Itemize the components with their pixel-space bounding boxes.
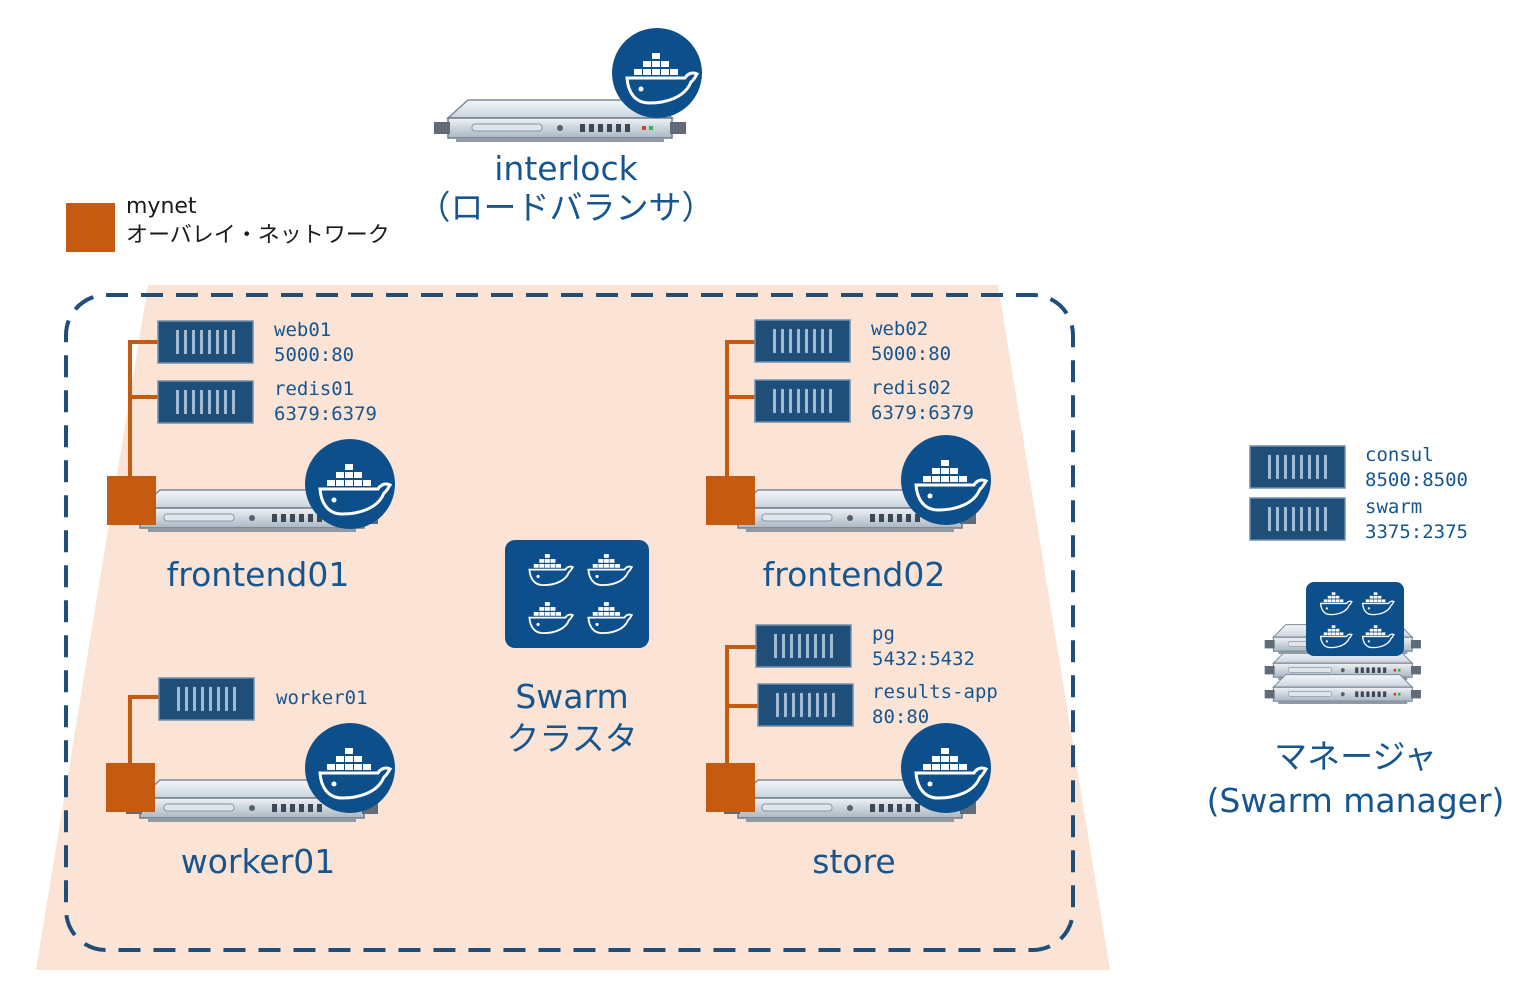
docker-whale-icon — [305, 439, 395, 529]
overlay-port — [106, 763, 155, 812]
cluster-label-line2: クラスタ — [506, 719, 638, 758]
docker-whale-icon — [305, 723, 395, 813]
container-icon — [754, 379, 851, 423]
store-host — [706, 624, 991, 823]
cluster-boundary — [64, 293, 1075, 952]
interlock-server-icon — [433, 28, 702, 143]
container-name: results-app — [872, 681, 998, 703]
interlock-name: interlock — [494, 149, 638, 188]
overlay-links — [128, 340, 759, 766]
manager-host — [1249, 445, 1422, 705]
container-ports: 6379:6379 — [871, 402, 974, 424]
legend-network-type: オーバレイ・ネットワーク — [126, 223, 390, 248]
service-label: web02 5000:80 — [871, 317, 951, 367]
worker01-host — [106, 677, 395, 823]
docker-whale-icon — [901, 435, 991, 525]
container-ports: 5432:5432 — [872, 648, 975, 670]
host-name-frontend02: frontend02 — [762, 555, 946, 594]
container-ports: 80:80 — [872, 706, 930, 728]
host-name-frontend01: frontend01 — [166, 555, 350, 594]
container-name: consul — [1365, 444, 1434, 466]
host-name-worker01: worker01 — [180, 842, 336, 881]
service-label: results-app 80:80 — [872, 680, 998, 730]
container-name: web01 — [274, 319, 332, 341]
overlay-port — [107, 476, 156, 525]
container-ports: 5000:80 — [871, 343, 952, 365]
frontend01-host — [107, 320, 395, 533]
cluster-label: Swarm クラスタ — [452, 676, 692, 760]
container-icon — [1249, 497, 1346, 541]
container-ports: 6379:6379 — [274, 403, 377, 425]
service-label: web01 5000:80 — [274, 318, 354, 368]
service-label: consul 8500:8500 — [1365, 443, 1468, 493]
container-ports: 5000:80 — [274, 344, 355, 366]
container-icon — [757, 683, 854, 727]
service-label: redis01 6379:6379 — [274, 377, 377, 427]
legend-swatch — [66, 203, 115, 252]
interlock-role: （ロードバランサ） — [417, 188, 715, 227]
container-name: swarm — [1365, 496, 1423, 518]
overlay-port — [706, 763, 755, 812]
service-label: swarm 3375:2375 — [1365, 495, 1468, 545]
manager-role: (Swarm manager) — [1206, 781, 1505, 820]
interlock-label: interlock （ロードバランサ） — [416, 152, 716, 224]
container-icon — [1249, 445, 1346, 489]
swarm-icon — [1306, 582, 1404, 656]
container-icon — [157, 380, 254, 424]
service-label: worker01 — [276, 686, 368, 711]
container-icon — [158, 677, 255, 721]
container-ports: 3375:2375 — [1365, 521, 1468, 543]
host-name-store: store — [812, 842, 896, 881]
container-ports: 8500:8500 — [1365, 469, 1468, 491]
container-icon — [755, 624, 852, 668]
service-label: pg 5432:5432 — [872, 622, 975, 672]
swarm-icon — [505, 540, 649, 648]
container-name: redis02 — [871, 377, 952, 399]
docker-whale-icon — [901, 723, 991, 813]
container-name: worker01 — [276, 687, 368, 709]
frontend02-host — [706, 319, 991, 533]
manager-label: マネージャ (Swarm manager) — [1198, 735, 1513, 823]
overlay-port — [706, 476, 755, 525]
legend-label: mynet オーバレイ・ネットワーク — [126, 192, 390, 250]
container-name: web02 — [871, 318, 929, 340]
container-icon — [754, 319, 851, 363]
manager-name: マネージャ — [1274, 737, 1437, 776]
container-name: pg — [872, 623, 895, 645]
cluster-label-line1: Swarm — [515, 677, 629, 716]
service-label: redis02 6379:6379 — [871, 376, 974, 426]
container-name: redis01 — [274, 378, 355, 400]
container-icon — [157, 320, 254, 364]
legend-network-name: mynet — [126, 194, 197, 219]
